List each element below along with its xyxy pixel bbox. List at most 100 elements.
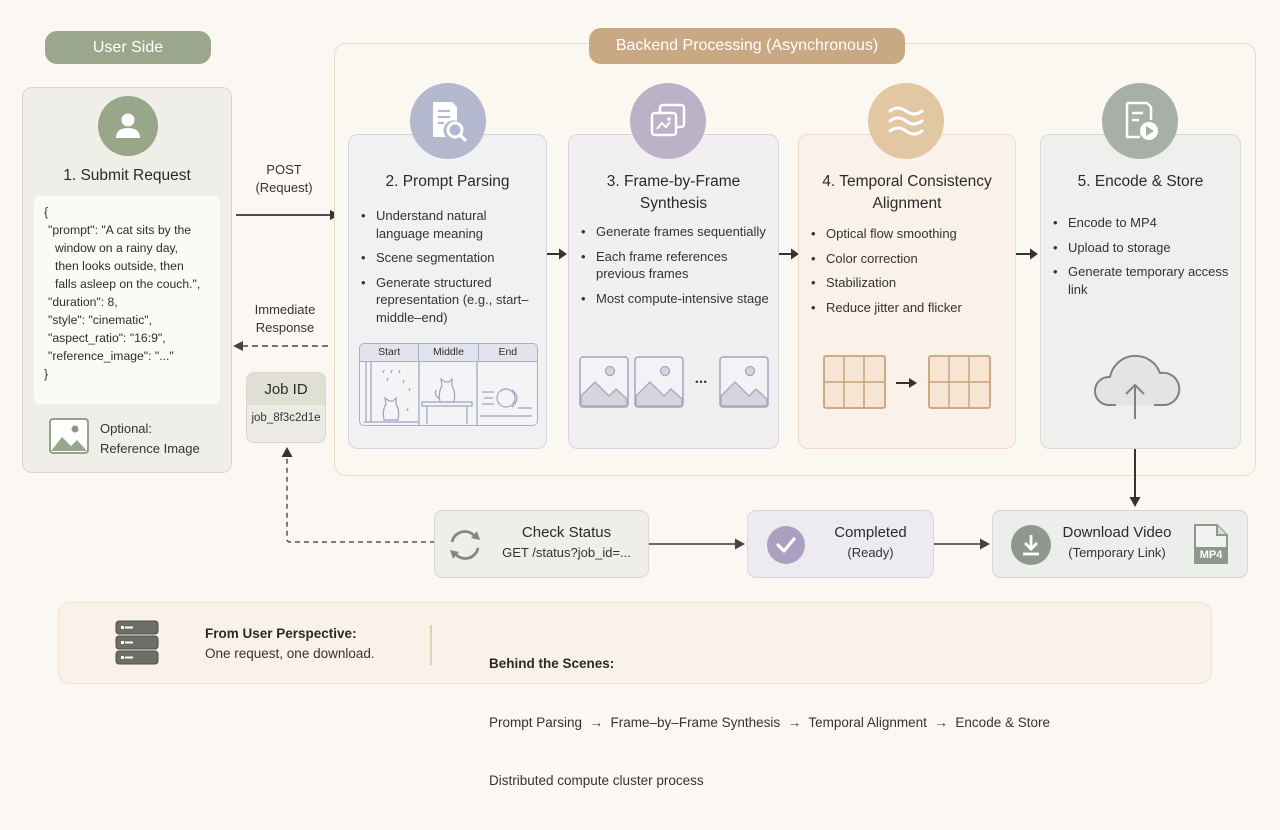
bullet-item: Understand natural language meaning — [358, 207, 543, 242]
download-icon — [1011, 525, 1051, 565]
stage-temporal-alignment: 4. Temporal Consistency Alignment Optica… — [798, 134, 1016, 449]
completed-sub: (Ready) — [847, 545, 894, 560]
stage-title: 5. Encode & Store — [1077, 173, 1204, 190]
video-file-icon — [1102, 83, 1178, 159]
job-id-value: job_8f3c2d1e — [251, 412, 321, 424]
bullet-item: Most compute-intensive stage — [578, 290, 778, 308]
storyboard-end: End — [498, 346, 518, 358]
stage-title: 2. Prompt Parsing — [385, 173, 510, 190]
bullet-item: Reduce jitter and flicker — [808, 299, 1008, 317]
frame-grid-alignment — [823, 355, 991, 409]
footer-divider — [430, 625, 432, 665]
mp4-file-icon: MP4 — [1193, 523, 1229, 565]
check-status-button[interactable]: Check Status GET /status?job_id=... — [434, 510, 649, 578]
arrow-4-to-5 — [1016, 248, 1038, 260]
bullet-item: Generate frames sequentially — [578, 223, 778, 241]
json-line: "aspect_ratio": "16:9", — [48, 331, 166, 345]
arrow-to-download — [1129, 449, 1141, 507]
frame-ellipsis: ••• — [695, 377, 708, 387]
user-perspective-text: One request, one download. — [205, 646, 375, 661]
request-label: (Request) — [255, 180, 313, 195]
stage-bullets: Understand natural language meaning Scen… — [358, 207, 543, 333]
bullet-item: Scene segmentation — [358, 249, 543, 267]
reference-image-icon — [49, 418, 89, 459]
json-line: "prompt": "A cat sits by the — [48, 223, 192, 237]
stage-title-line: Synthesis — [639, 195, 708, 212]
arrow-completed-to-download — [934, 538, 990, 550]
stage-prompt-parsing: 2. Prompt Parsing Understand natural lan… — [348, 134, 547, 449]
cloud-upload-icon — [1093, 354, 1181, 419]
image-stack-icon — [630, 83, 706, 159]
json-line: falls asleep on the couch.", — [55, 277, 201, 291]
post-request-label: POST (Request) — [242, 161, 326, 197]
bullet-item: Upload to storage — [1050, 239, 1235, 257]
server-stack-icon — [115, 620, 159, 665]
download-video-button[interactable]: Download Video (Temporary Link) MP4 — [992, 510, 1248, 578]
grid-after — [928, 355, 991, 409]
json-line: } — [44, 367, 49, 381]
completed-title: Completed — [834, 524, 907, 541]
frame-image-icon — [634, 356, 684, 408]
stage-bullets: Generate frames sequentially Each frame … — [578, 223, 778, 314]
stage-frame-synthesis: 3. Frame-by-Frame Synthesis Generate fra… — [568, 134, 779, 449]
user-side-label: User Side — [45, 31, 211, 64]
json-line: "reference_image": "..." — [48, 349, 174, 363]
behind-scenes-text: Distributed compute cluster process — [489, 773, 704, 788]
arrow-2-to-3 — [547, 248, 567, 260]
behind-scenes-flow: Prompt Parsing → Frame–by–Frame Synthesi… — [489, 714, 1050, 730]
waves-icon — [868, 83, 944, 159]
document-search-icon — [410, 83, 486, 159]
stage-title: 3. Frame-by-Frame Synthesis — [569, 171, 778, 215]
download-sub: (Temporary Link) — [1068, 545, 1166, 560]
backend-label: Backend Processing (Asynchronous) — [589, 28, 905, 64]
frame-sequence: ••• — [579, 356, 769, 408]
bullet-item: Stabilization — [808, 274, 1008, 292]
stage-title-line: 4. Temporal Consistency — [822, 173, 992, 190]
frame-image-icon — [719, 356, 769, 408]
stage-title: 4. Temporal Consistency Alignment — [799, 171, 1015, 215]
bullet-item: Generate structured representation (e.g.… — [358, 274, 543, 327]
bullet-item: Generate temporary access link — [1050, 263, 1235, 298]
json-line: "style": "cinematic", — [48, 313, 152, 327]
arrow-3-to-4 — [779, 248, 799, 260]
stage-title-line: 3. Frame-by-Frame — [606, 173, 741, 190]
check-status-title: Check Status — [521, 524, 612, 541]
check-status-endpoint: GET /status?job_id=... — [502, 545, 631, 560]
bullet-item: Encode to MP4 — [1050, 214, 1235, 232]
json-line: then looks outside, then — [55, 259, 184, 273]
stage-encode-store: 5. Encode & Store Encode to MP4 Upload t… — [1040, 134, 1241, 449]
submit-request-title: 1. Submit Request — [63, 167, 191, 184]
summary-footer: From User Perspective: One request, one … — [58, 602, 1212, 788]
arrow-check-to-completed — [649, 538, 745, 550]
response-label: Response — [255, 320, 315, 335]
stage-bullets: Encode to MP4 Upload to storage Generate… — [1050, 214, 1235, 305]
reference-image-label: Reference Image — [100, 441, 200, 456]
stage-title-line: Alignment — [872, 195, 942, 212]
submit-request-card: 1. Submit Request { "prompt": "A cat sit… — [22, 87, 232, 473]
bullet-item: Color correction — [808, 250, 1008, 268]
check-circle-icon — [767, 526, 805, 564]
optional-label: Optional: — [100, 421, 153, 436]
stage-bullets: Optical flow smoothing Color correction … — [808, 225, 1008, 323]
completed-status: Completed (Ready) — [747, 510, 934, 578]
polling-arrow — [281, 447, 435, 543]
frame-image-icon — [579, 356, 629, 408]
bullet-item: Each frame references previous frames — [578, 248, 778, 283]
job-id-title: Job ID — [247, 373, 325, 405]
immediate-response-label: Immediate Response — [242, 301, 328, 337]
mp4-badge: MP4 — [1199, 549, 1223, 561]
storyboard-sketches — [364, 362, 532, 425]
behind-scenes-title: Behind the Scenes: — [489, 656, 615, 671]
json-line: { — [44, 205, 49, 219]
post-arrow — [236, 210, 340, 220]
storyboard-middle: Middle — [419, 344, 479, 361]
download-title: Download Video — [1062, 524, 1172, 541]
request-json-body: { "prompt": "A cat sits by the window on… — [34, 196, 220, 404]
user-perspective-title: From User Perspective: — [205, 626, 357, 641]
grid-before — [823, 355, 886, 409]
user-avatar-icon — [98, 96, 158, 156]
immediate-label: Immediate — [254, 302, 316, 317]
response-arrow — [233, 341, 332, 351]
job-id-card: Job ID job_8f3c2d1e — [246, 372, 326, 443]
json-line: "duration": 8, — [48, 295, 118, 309]
